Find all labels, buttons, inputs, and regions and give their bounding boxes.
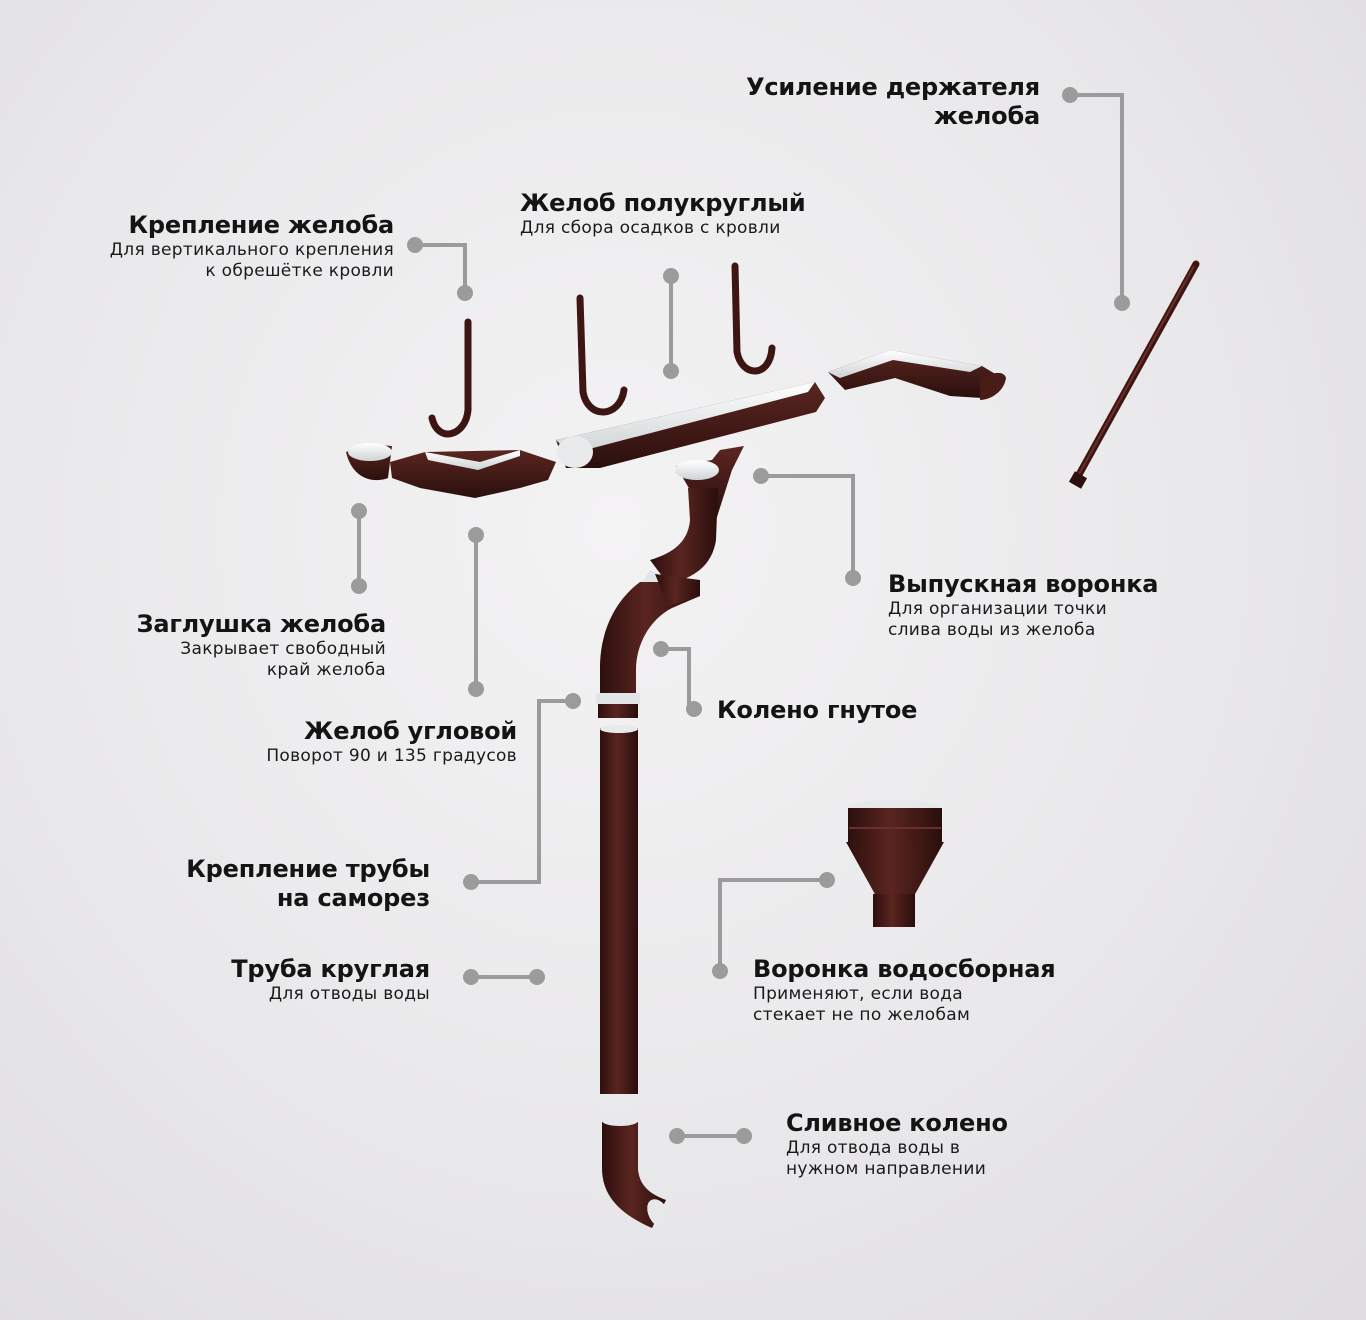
drain-elbow-title: Сливное колено: [786, 1109, 1008, 1137]
bent-elbow-title: Колено гнутое: [717, 696, 918, 724]
label-pipe-clamp: Крепление трубы на саморез: [186, 855, 430, 913]
bracket-3: [731, 262, 776, 375]
dot: [845, 570, 861, 586]
collector-funnel: [846, 800, 944, 927]
bracket-1: [428, 318, 472, 438]
leader-pipe-clamp: [469, 699, 575, 884]
label-collector-funnel: Воронка водосборная Применяют, если вода…: [753, 955, 1056, 1026]
leader-collector-funnel: [718, 878, 829, 973]
holder-reinforcement-title: Усиление держателя желоба: [746, 73, 1040, 130]
leader-bent-elbow: [659, 647, 691, 711]
dot: [463, 874, 479, 890]
outlet-funnel-title: Выпускная воронка: [888, 570, 1159, 598]
gutter-half-round-desc: Для сбора осадков с кровли: [520, 218, 781, 238]
dot: [457, 285, 473, 301]
gutter-bracket-title: Крепление желоба: [128, 211, 394, 239]
collector-funnel-title: Воронка водосборная: [753, 955, 1056, 983]
label-round-pipe: Труба круглая Для отводы воды: [231, 955, 430, 1005]
leader-lines: [357, 93, 1124, 1138]
corner-gutter-title: Желоб угловой: [304, 717, 517, 745]
gutter-half-round-title: Желоб полукруглый: [520, 189, 806, 217]
pipe-clamp: [596, 693, 640, 704]
dot: [565, 693, 581, 709]
dot: [468, 681, 484, 697]
dot: [351, 503, 367, 519]
leader-holder-reinforcement: [1068, 93, 1124, 305]
label-gutter-cap: Заглушка желоба Закрывает свободный край…: [136, 610, 386, 681]
gutter-bracket-desc: Для вертикального крепления к обрешётке …: [109, 240, 394, 281]
gutter-cap-title: Заглушка желоба: [136, 610, 386, 638]
holder-reinforcement-rod: [1068, 260, 1200, 489]
label-gutter-half-round: Желоб полукруглый Для сбора осадков с кр…: [520, 189, 806, 239]
gutter-brackets: [428, 262, 776, 438]
dot: [468, 527, 484, 543]
gutter-cap-desc: Закрывает свободный край желоба: [180, 639, 386, 680]
dot: [736, 1128, 752, 1144]
leader-dots: [351, 87, 1130, 1144]
dot: [819, 872, 835, 888]
dot: [653, 641, 669, 657]
label-outlet-funnel: Выпускная воронка Для организации точки …: [888, 570, 1158, 641]
dot: [1114, 295, 1130, 311]
dot: [663, 363, 679, 379]
label-bent-elbow: Колено гнутое: [717, 696, 917, 725]
round-pipe: [600, 728, 638, 1094]
round-pipe-title: Труба круглая: [231, 955, 430, 983]
label-drain-elbow: Сливное колено Для отвода воды в нужном …: [786, 1109, 1008, 1180]
pipe-clamp-title: Крепление трубы на саморез: [186, 855, 430, 912]
dot: [712, 963, 728, 979]
bent-elbow: [600, 582, 700, 696]
gutter-assembly: [346, 350, 1006, 498]
dot: [753, 468, 769, 484]
dot: [669, 1128, 685, 1144]
dot: [1062, 87, 1078, 103]
dot: [407, 237, 423, 253]
label-corner-gutter: Желоб угловой Поворот 90 и 135 градусов: [266, 717, 517, 767]
leader-outlet-funnel: [759, 474, 855, 580]
dot: [663, 268, 679, 284]
corner-gutter-desc: Поворот 90 и 135 градусов: [266, 746, 517, 766]
gutter-cap-right: [980, 372, 1006, 400]
dot: [686, 701, 702, 717]
round-pipe-desc: Для отводы воды: [268, 984, 430, 1004]
dot: [351, 578, 367, 594]
dot: [463, 969, 479, 985]
label-holder-reinforcement: Усиление держателя желоба: [746, 73, 1040, 131]
dot: [529, 969, 545, 985]
downpipe-assembly: [596, 446, 744, 1229]
corner-gutter: [390, 450, 556, 498]
label-gutter-bracket: Крепление желоба Для вертикального крепл…: [110, 211, 394, 282]
leader-gutter-bracket: [413, 243, 467, 295]
outlet-funnel-desc: Для организации точки слива воды из жело…: [888, 599, 1107, 640]
bracket-2: [576, 294, 628, 416]
drain-elbow-desc: Для отвода воды в нужном направлении: [786, 1138, 987, 1179]
collector-funnel-desc: Применяют, если вода стекает не по желоб…: [753, 984, 971, 1025]
